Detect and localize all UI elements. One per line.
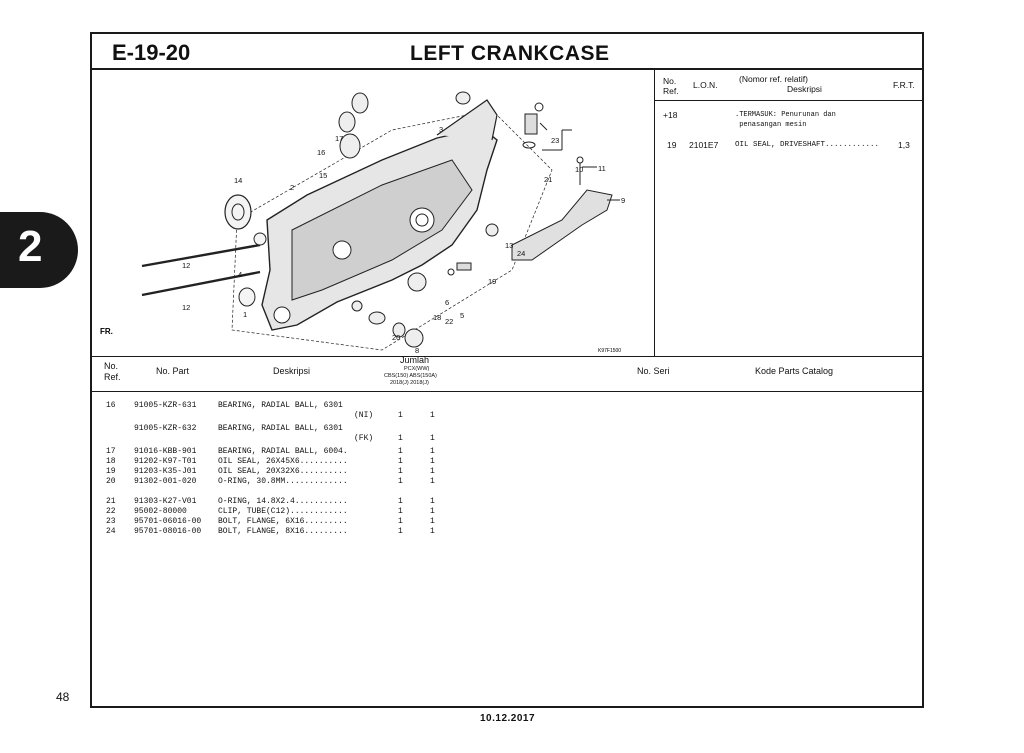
callout-14: 14 (234, 176, 242, 185)
callout-8b: 8 (415, 346, 419, 355)
ref-header-deskripsi: Deskripsi (787, 84, 822, 94)
direction-label: FR. (100, 327, 113, 336)
col-deskripsi: Deskripsi (273, 366, 311, 376)
parts-list-header: No. Ref. No. Part Deskripsi Jumlah PCX(W… (92, 355, 922, 392)
page-header: E-19-20 LEFT CRANKCASE (92, 34, 922, 70)
ref-header-lon: L.O.N. (693, 80, 718, 90)
callout-15: 15 (319, 171, 327, 180)
callout-12a: 12 (182, 261, 190, 270)
page-title: LEFT CRANKCASE (410, 42, 610, 65)
ref-header-frt: F.R.T. (893, 80, 915, 90)
callout-3: 3 (439, 125, 443, 134)
callout-6: 6 (445, 298, 449, 307)
col-jumlah-model: PCX(WW) (404, 366, 430, 372)
section-code: E-19-20 (112, 40, 191, 65)
callout-20: 20 (392, 333, 400, 342)
callout-13: 13 (505, 241, 513, 250)
callout-17: 17 (335, 134, 343, 143)
callout-4: 4 (238, 270, 242, 279)
col-jumlah-years: 2018(J) 2018(J) (390, 380, 429, 386)
col-kode-catalog: Kode Parts Catalog (755, 366, 834, 376)
catalog-frame: E-19-20 LEFT CRANKCASE (90, 32, 924, 708)
exploded-diagram: 1 2 3 4 5 6 7 8 8 9 10 11 12 12 13 14 15… (92, 70, 655, 356)
callout-9: 9 (621, 196, 625, 205)
callout-1: 1 (243, 310, 247, 319)
callout-24: 24 (517, 249, 525, 258)
reference-table: No. Ref. L.O.N. (Nomor ref. relatif) Des… (655, 70, 922, 356)
callout-7: 7 (352, 355, 356, 356)
callout-10: 10 (575, 165, 583, 174)
callout-23: 23 (551, 136, 559, 145)
crankcase-illustration: 1 2 3 4 5 6 7 8 8 9 10 11 12 12 13 14 15… (100, 91, 625, 356)
callout-12b: 12 (182, 303, 190, 312)
col-no-part: No. Part (156, 366, 190, 376)
callout-11: 11 (598, 164, 606, 173)
callout-21: 21 (544, 175, 552, 184)
page-number: 48 (56, 690, 70, 704)
section-tab-number: 2 (18, 222, 43, 271)
callout-18: 18 (433, 313, 441, 322)
col-no-seri: No. Seri (637, 366, 670, 376)
section-tab: 2 (0, 212, 78, 288)
callout-16: 16 (317, 148, 325, 157)
col-jumlah-variants: CBS(150) ABS(150A) (384, 373, 437, 379)
print-date: 10.12.2017 (480, 713, 536, 724)
callout-2: 2 (290, 183, 294, 192)
ref-header-no: No. Ref. (663, 76, 679, 96)
col-jumlah: Jumlah (400, 355, 430, 365)
col-no-ref: No. Ref. (104, 361, 121, 382)
callout-5: 5 (460, 311, 464, 320)
illustration-code: K97F1500 (598, 348, 621, 354)
ref-header-divider (655, 100, 922, 101)
callout-19: 19 (488, 277, 496, 286)
callout-22: 22 (445, 317, 453, 326)
ref-header-nomor: (Nomor ref. relatif) (739, 74, 808, 84)
